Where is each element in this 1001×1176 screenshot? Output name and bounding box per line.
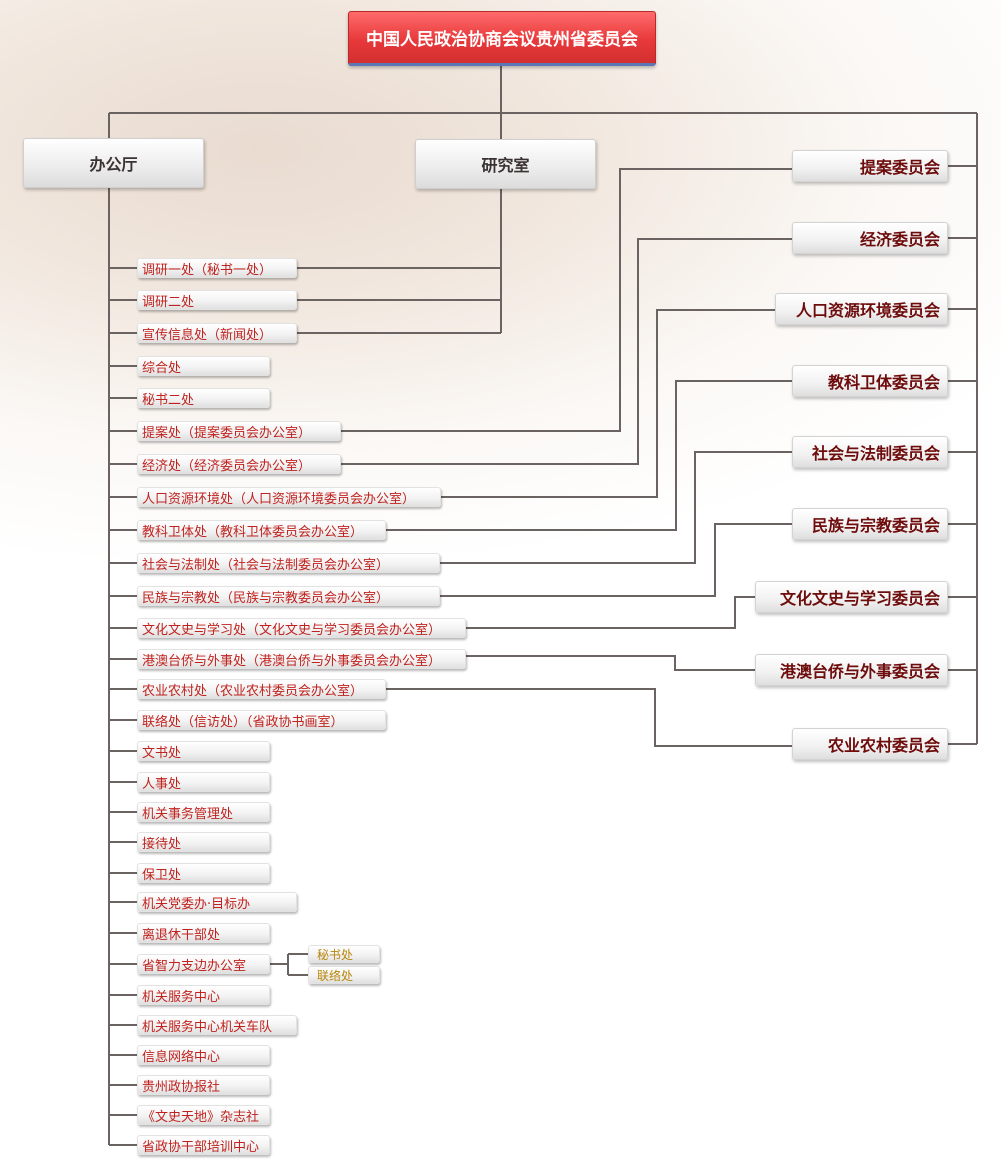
dept-population-resources-environment: 人口资源环境处（人口资源环境委员会办公室）	[137, 487, 441, 507]
committee-proposals: 提案委员会	[792, 150, 948, 182]
committee-agriculture-rural: 农业农村委员会	[792, 728, 948, 760]
dept-retired-cadres: 离退休干部处	[137, 923, 270, 943]
dept-wenshi-tiandi-magazine: 《文史天地》杂志社	[137, 1105, 270, 1125]
dept-hk-macao-taiwan-foreign: 港澳台侨与外事处（港澳台侨与外事委员会办公室）	[137, 649, 466, 669]
dept-secretariat-2: 秘书二处	[137, 388, 270, 408]
dept-information-network-center: 信息网络中心	[137, 1045, 270, 1065]
committee-ethnic-religious: 民族与宗教委员会	[792, 508, 948, 540]
dept-general: 综合处	[137, 356, 270, 376]
dept-party-committee-office: 机关党委办·目标办	[137, 892, 297, 912]
dept-economy: 经济处（经济委员会办公室）	[137, 454, 341, 474]
root-organization: 中国人民政治协商会议贵州省委员会	[348, 11, 656, 66]
dept-security: 保卫处	[137, 863, 270, 883]
committee-social-legal: 社会与法制委员会	[792, 436, 948, 468]
dept-cadre-training-center: 省政协干部培训中心	[137, 1135, 270, 1155]
dept-research-1: 调研一处（秘书一处）	[137, 258, 297, 278]
committee-hk-macao-taiwan-foreign: 港澳台侨与外事委员会	[755, 654, 948, 686]
dept-service-center-motor-pool: 机关服务中心机关车队	[137, 1015, 297, 1035]
dept-culture-history-learning: 文化文史与学习处（文化文史与学习委员会办公室）	[137, 618, 466, 638]
dept-agriculture-rural: 农业农村处（农业农村委员会办公室）	[137, 679, 386, 699]
dept-publicity-info: 宣传信息处（新闻处）	[137, 323, 297, 343]
dept-intellectual-support-office: 省智力支边办公室	[137, 954, 270, 974]
dept-service-center: 机关服务中心	[137, 985, 270, 1005]
committee-education-science-health-sports: 教科卫体委员会	[792, 365, 948, 397]
dept-social-legal: 社会与法制处（社会与法制委员会办公室）	[137, 553, 440, 573]
dept-liaison: 联络处（信访处）（省政协书画室）	[137, 710, 386, 730]
dept-documents: 文书处	[137, 741, 270, 761]
subunit-liaison: 联络处	[308, 966, 380, 984]
general-office: 办公厅	[23, 138, 204, 188]
committee-economy: 经济委员会	[792, 222, 948, 254]
dept-reception: 接待处	[137, 832, 270, 852]
dept-research-2: 调研二处	[137, 290, 297, 310]
dept-personnel: 人事处	[137, 772, 270, 792]
dept-education-science-health-sports: 教科卫体处（教科卫体委员会办公室）	[137, 520, 386, 540]
dept-proposals: 提案处（提案委员会办公室）	[137, 421, 341, 441]
subunit-secretariat: 秘书处	[308, 945, 380, 963]
research-office: 研究室	[415, 139, 596, 189]
committee-culture-history-learning: 文化文史与学习委员会	[755, 581, 948, 613]
committee-population-resources-environment: 人口资源环境委员会	[775, 293, 948, 325]
dept-ethnic-religious: 民族与宗教处（民族与宗教委员会办公室）	[137, 586, 440, 606]
dept-cppcc-newspaper: 贵州政协报社	[137, 1075, 270, 1095]
dept-affairs-management: 机关事务管理处	[137, 802, 270, 822]
